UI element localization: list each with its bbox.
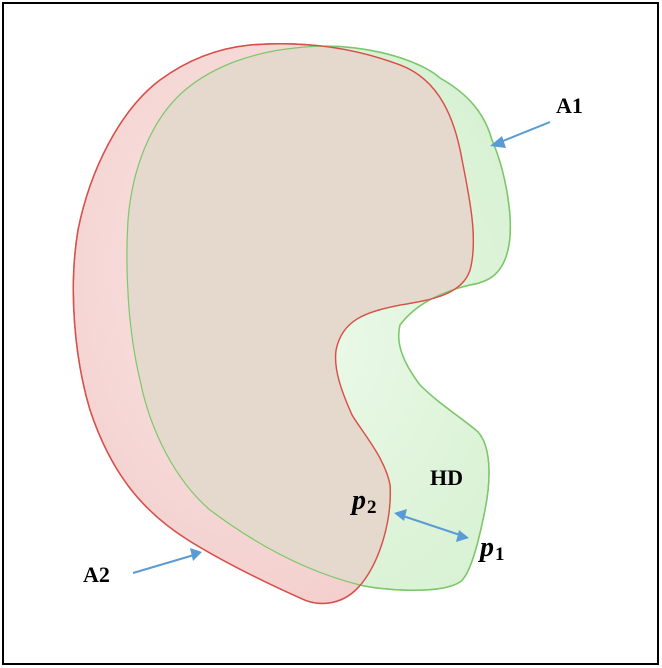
label-p1-sub: 1 — [495, 544, 505, 565]
arrow-a2 — [132, 548, 202, 574]
label-a2: A2 — [83, 562, 110, 587]
shape-a2-outline — [72, 43, 474, 605]
arrow-a1 — [490, 121, 551, 148]
label-p2-sub: 2 — [367, 497, 377, 518]
label-a1: A1 — [556, 93, 583, 118]
overlap-region — [126, 46, 474, 591]
label-p1-base: p — [478, 532, 494, 563]
label-hd: HD — [430, 465, 463, 490]
hd-double-arrow — [394, 509, 469, 542]
shape-a1-outline — [126, 45, 511, 591]
label-p2: p2 — [350, 485, 377, 518]
label-p2-base: p — [350, 485, 366, 516]
label-p1: p1 — [478, 532, 505, 565]
